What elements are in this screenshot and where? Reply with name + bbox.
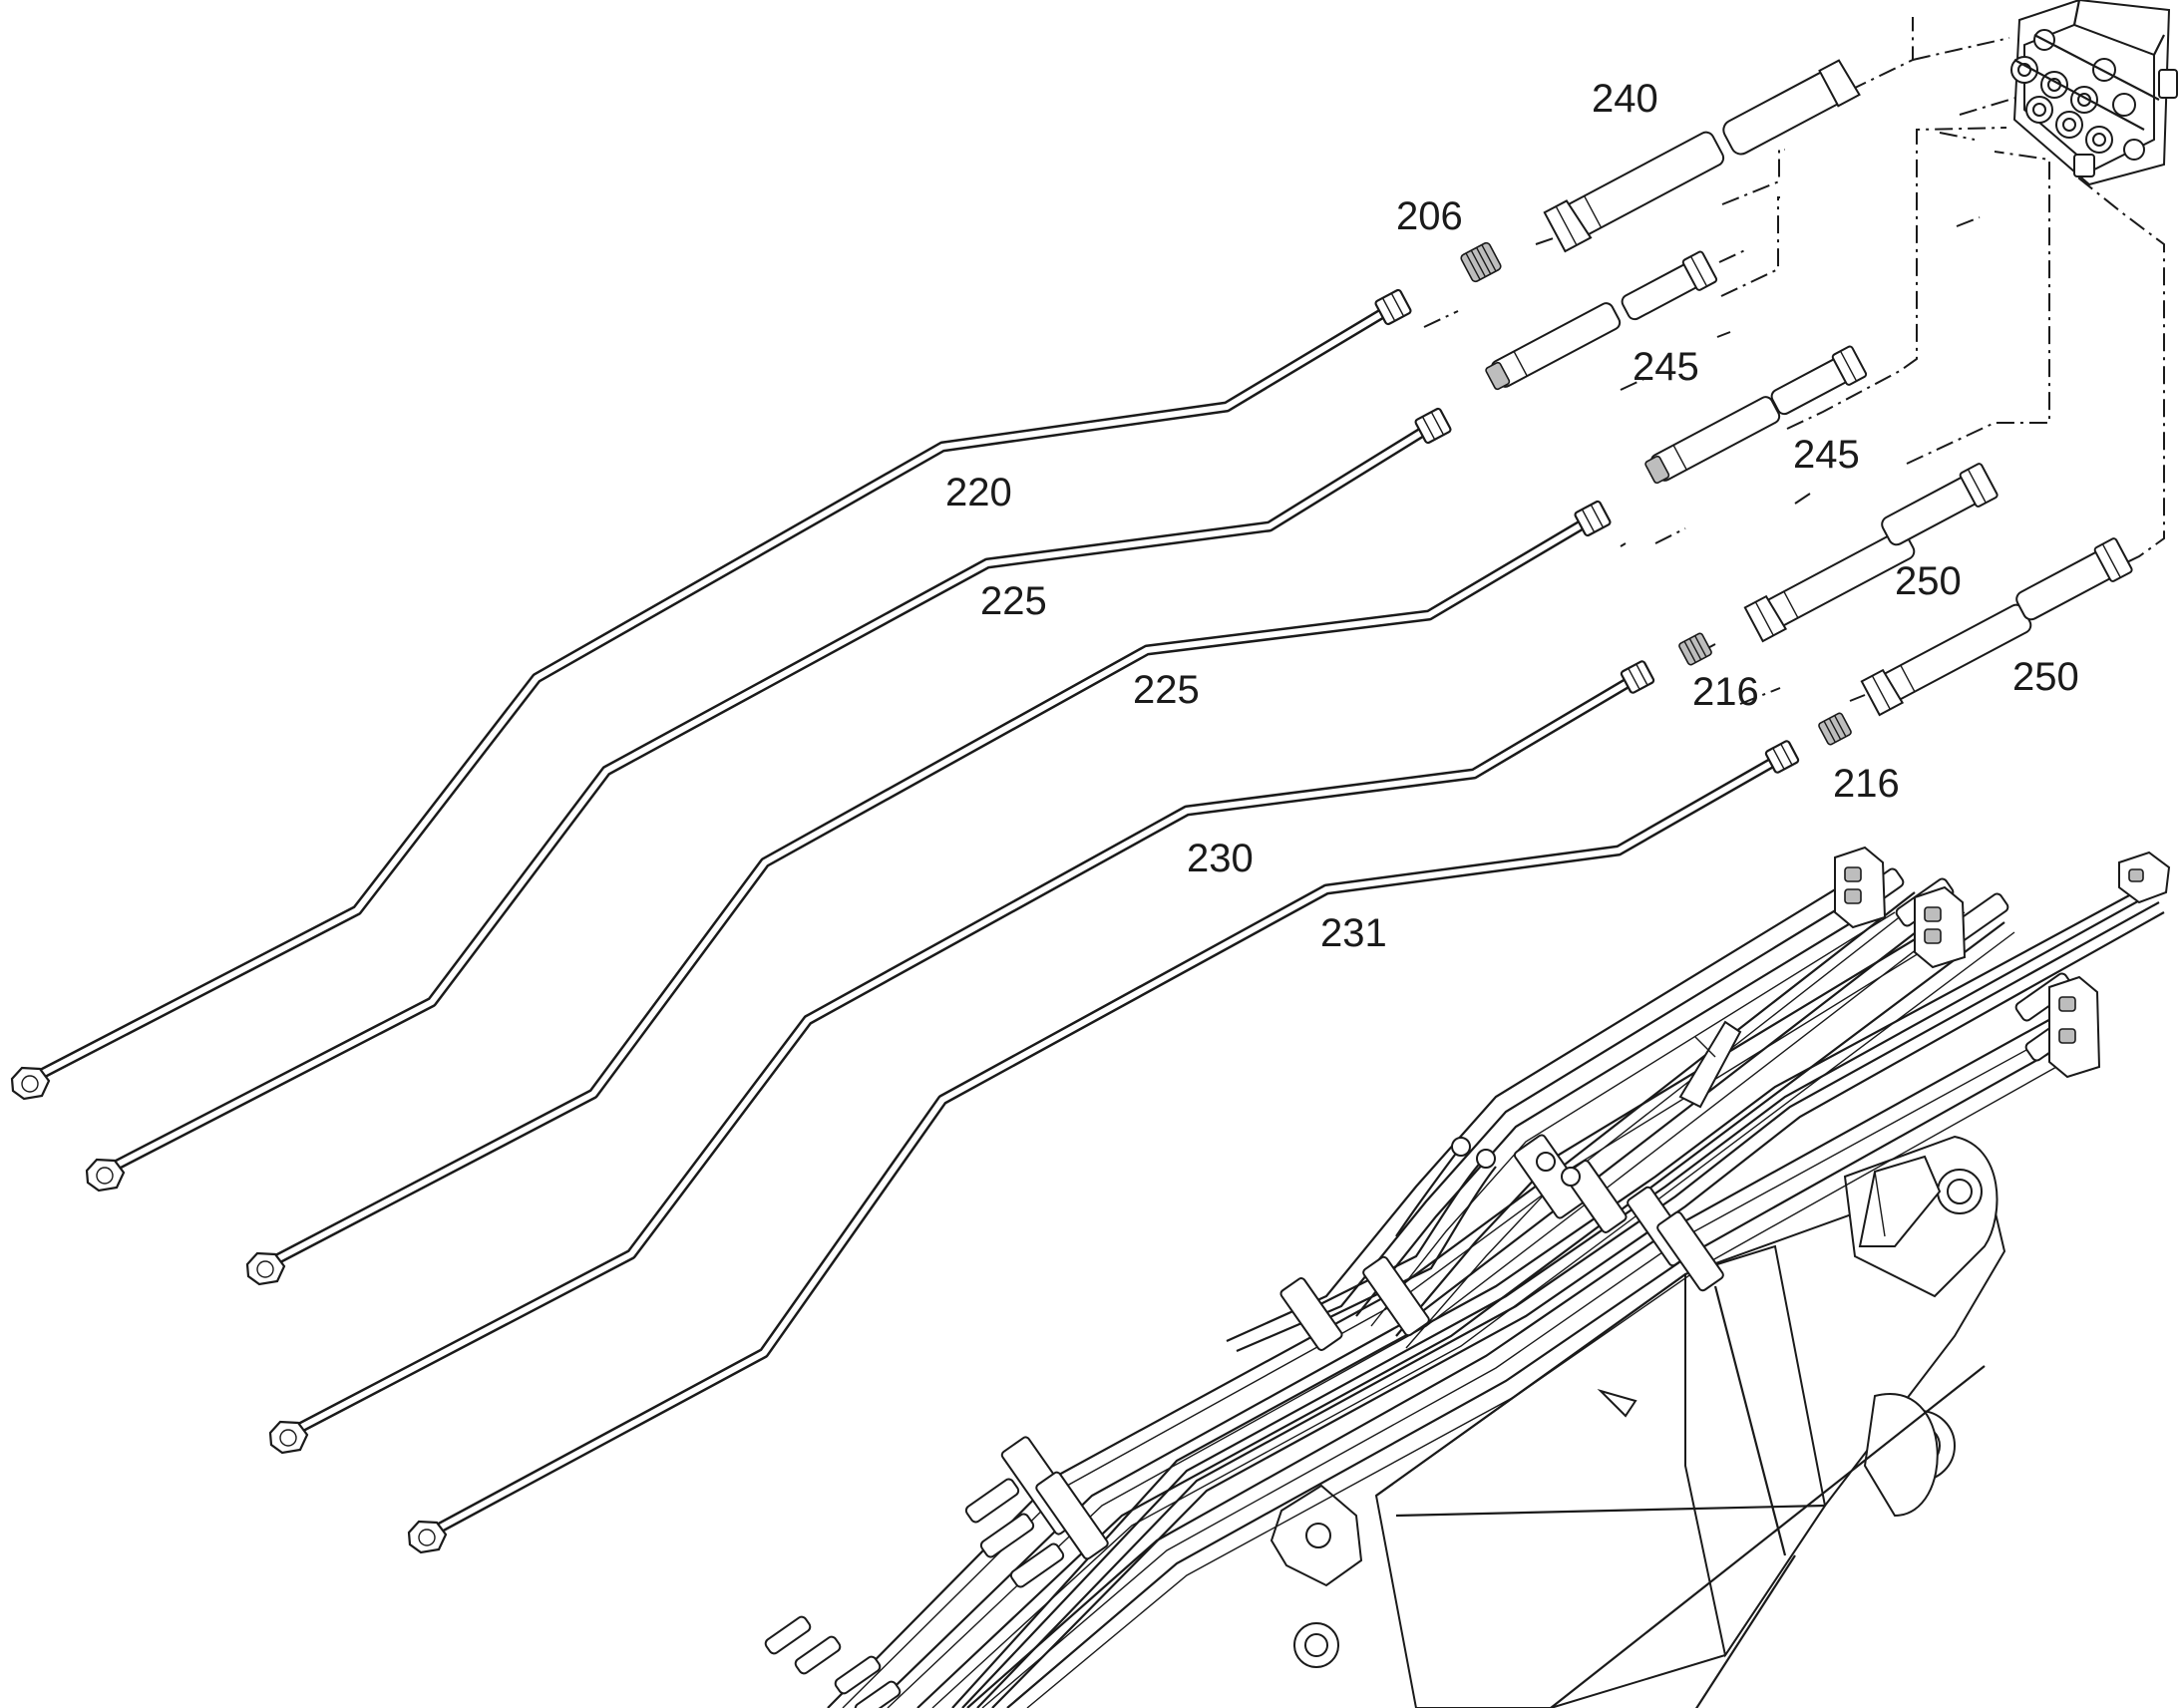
label-216-lower: 216: [1833, 762, 1900, 806]
pipe-225-upper: [102, 427, 1427, 1176]
pipe-230: [286, 678, 1632, 1438]
adapter-206: [1460, 241, 1502, 283]
control-valve-block: [2010, 0, 2178, 186]
adapter-216-upper: [1678, 632, 1712, 666]
label-231: 231: [1320, 911, 1387, 955]
pipe-220: [26, 308, 1387, 1085]
label-225-upper: 225: [980, 579, 1047, 623]
callout-labels: 240 206 245 245 220 225 225 250 250 216 …: [945, 77, 2079, 955]
label-225-lower: 225: [1133, 668, 1200, 712]
pipe-end-nuts-bottom: [10, 1066, 448, 1554]
pipe-225-lower: [263, 519, 1587, 1269]
label-216-upper: 216: [1692, 670, 1759, 714]
hose-245-upper: [1485, 250, 1718, 391]
label-206: 206: [1396, 194, 1463, 238]
hose-245-lower: [1644, 345, 1868, 485]
hose-240: [1543, 59, 1861, 253]
hose-250-lower: [1860, 537, 2133, 717]
label-245-upper: 245: [1633, 345, 1699, 389]
label-250-upper: 250: [1895, 559, 1962, 603]
label-230: 230: [1187, 837, 1254, 880]
pipe-231: [425, 758, 1776, 1538]
label-250-lower: 250: [2012, 655, 2079, 699]
boom-hose-bundle: [764, 846, 2171, 1708]
label-245-lower: 245: [1793, 433, 1860, 477]
pipe-end-nuts-top: [1374, 288, 1800, 774]
hose-250-upper: [1743, 463, 1998, 643]
label-220: 220: [945, 471, 1012, 514]
boom-assembly: [1270, 1135, 2006, 1708]
label-240: 240: [1592, 77, 1658, 121]
adapter-216-lower: [1818, 712, 1852, 746]
